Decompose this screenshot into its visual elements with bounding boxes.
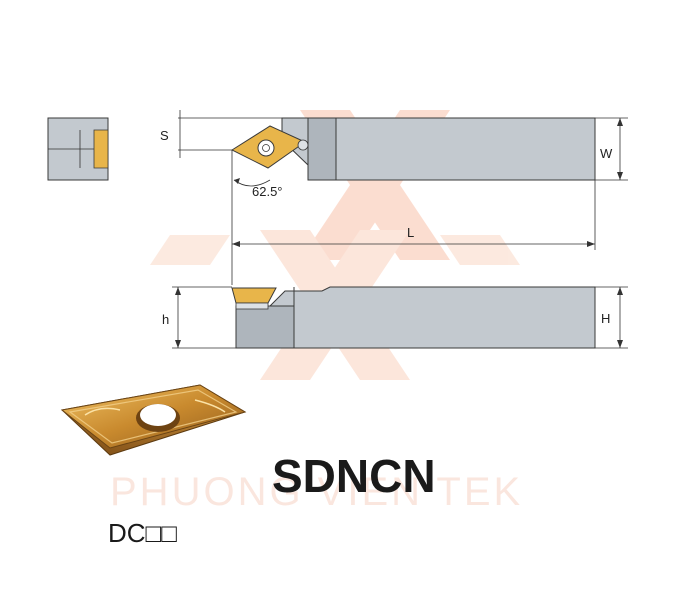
top-view-holder [230, 117, 596, 181]
label-angle: 62.5° [252, 184, 283, 199]
dimension-l: L [231, 150, 596, 285]
label-l: L [407, 225, 414, 240]
side-insert [231, 287, 277, 304]
dimension-angle: 62.5° [233, 178, 283, 199]
label-h-small: h [162, 312, 169, 327]
dimension-h-large: H [595, 286, 628, 349]
side-view-holder [231, 286, 596, 349]
end-view [47, 117, 109, 181]
label-w: W [600, 146, 613, 161]
insert-3d-illustration [60, 384, 247, 456]
watermark-text: PHUONG VIEN TEK [110, 470, 523, 514]
dimension-w: W [595, 117, 628, 181]
dimension-h-small: h [162, 286, 236, 349]
label-s: S [160, 128, 169, 143]
model-title: SDNCN [272, 450, 436, 502]
label-h-large: H [601, 311, 610, 326]
insert-code: DC□□ [108, 518, 177, 548]
dimension-s: S [160, 110, 282, 158]
